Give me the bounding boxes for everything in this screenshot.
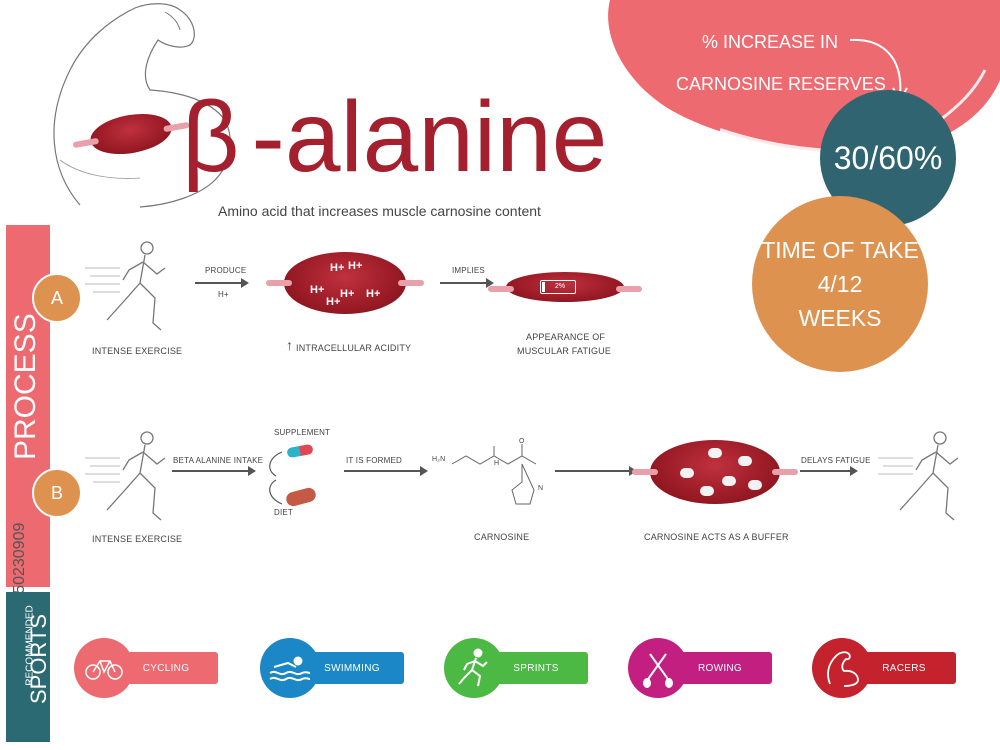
increase-label-line1: % INCREASE IN (702, 32, 839, 52)
carnosine-label: CARNOSINE (474, 532, 530, 542)
sprinter-icon (444, 638, 504, 698)
sports-sidebar (6, 592, 50, 742)
intake-arrow (172, 466, 256, 476)
hplus-glyph: H+ (340, 288, 355, 300)
buffer-label: CARNOSINE ACTS AS A BUFFER (644, 532, 789, 542)
buffer-particle (708, 448, 722, 458)
time-line2: 4/12 (817, 271, 863, 297)
sport-label: CYCLING (142, 662, 190, 674)
hplus-label: H+ (218, 290, 229, 299)
hplus-glyph: H+ (310, 284, 325, 296)
intense-exercise-a: INTENSE EXERCISE (92, 346, 183, 356)
fatigued-muscle (488, 272, 642, 302)
marker-b: B (32, 468, 82, 518)
page-subtitle: Amino acid that increases muscle carnosi… (218, 203, 541, 219)
oars-icon (628, 638, 688, 698)
page-title: β-alanine (182, 82, 607, 192)
sports-label: SPORTS (26, 613, 51, 705)
increase-value: 30/60% (833, 139, 943, 176)
sport-label: RACERS (882, 662, 926, 674)
marker-a: A (32, 273, 82, 323)
fatigue-line2: MUSCULAR FATIGUE (517, 346, 612, 356)
supplement-label: SUPPLEMENT (274, 428, 331, 437)
intense-exercise-b: INTENSE EXERCISE (92, 534, 183, 544)
hplus-glyph: H+ (330, 262, 345, 274)
delays-label: DELAYS FATIGUE (801, 456, 871, 465)
runner-icon (85, 431, 166, 521)
title-symbol: β (182, 81, 240, 193)
flexed-arm-illustration (53, 3, 231, 208)
up-arrow-icon: ↑ (286, 337, 293, 353)
acidity-label: INTRACELLULAR ACIDITY (296, 343, 412, 353)
increase-label-line2: CARNOSINE RESERVES (676, 74, 886, 94)
carnosine-molecule (451, 444, 537, 505)
title-text: -alanine (251, 81, 608, 193)
time-of-take-circle: TIME OF TAKE 4/12 WEEKS (752, 196, 928, 372)
flexed-arm-icon (812, 638, 872, 698)
buffer-particle (748, 480, 762, 490)
diet-label: DIET (274, 508, 294, 517)
formed-arrow (344, 466, 428, 476)
hplus-glyph: H+ (326, 296, 341, 308)
bracket-arrows-icon (269, 451, 283, 505)
runner-icon (878, 431, 959, 521)
sport-cycling: CYCLING (74, 638, 219, 698)
sport-label: SPRINTS (513, 662, 559, 674)
acidic-muscle (266, 252, 424, 314)
sport-swimming: SWIMMING (260, 638, 405, 698)
formed-label: IT IS FORMED (346, 456, 403, 465)
buffer-particle (738, 456, 752, 466)
time-line3: WEEKS (798, 305, 882, 331)
produce-label: PRODUCE (205, 266, 247, 275)
battery-icon: 2% (540, 280, 576, 294)
sport-label: ROWING (697, 662, 743, 674)
swimmer-icon (260, 638, 320, 698)
chem-h: H (494, 460, 500, 467)
battery-percent: 2% (555, 283, 566, 290)
hplus-glyph: H+ (348, 260, 363, 272)
runner-icon (85, 241, 166, 331)
chem-h2n: H₂N (432, 456, 446, 463)
delays-arrow (800, 466, 858, 476)
fatigue-line1: APPEARANCE OF (526, 332, 606, 342)
chem-n: N (538, 485, 544, 492)
sport-label: SWIMMING (324, 662, 380, 674)
bicycle-icon (74, 638, 134, 698)
implies-label: IMPLIES (452, 266, 485, 275)
sport-racers: RACERS (812, 638, 957, 698)
chem-o: O (519, 438, 525, 445)
produce-arrow (195, 278, 249, 288)
time-line1: TIME OF TAKE (761, 237, 919, 263)
hplus-glyph: H+ (366, 288, 381, 300)
process-label: PROCESS (9, 313, 42, 460)
sport-rowing: ROWING (628, 638, 773, 698)
implies-arrow (440, 278, 494, 288)
intake-label: BETA ALANINE INTAKE (173, 456, 264, 465)
sport-sprints: SPRINTS (444, 638, 589, 698)
buffer-particle (680, 468, 694, 478)
buffer-particle (722, 476, 736, 486)
buffer-arrow (555, 466, 637, 476)
buffer-particle (700, 486, 714, 496)
